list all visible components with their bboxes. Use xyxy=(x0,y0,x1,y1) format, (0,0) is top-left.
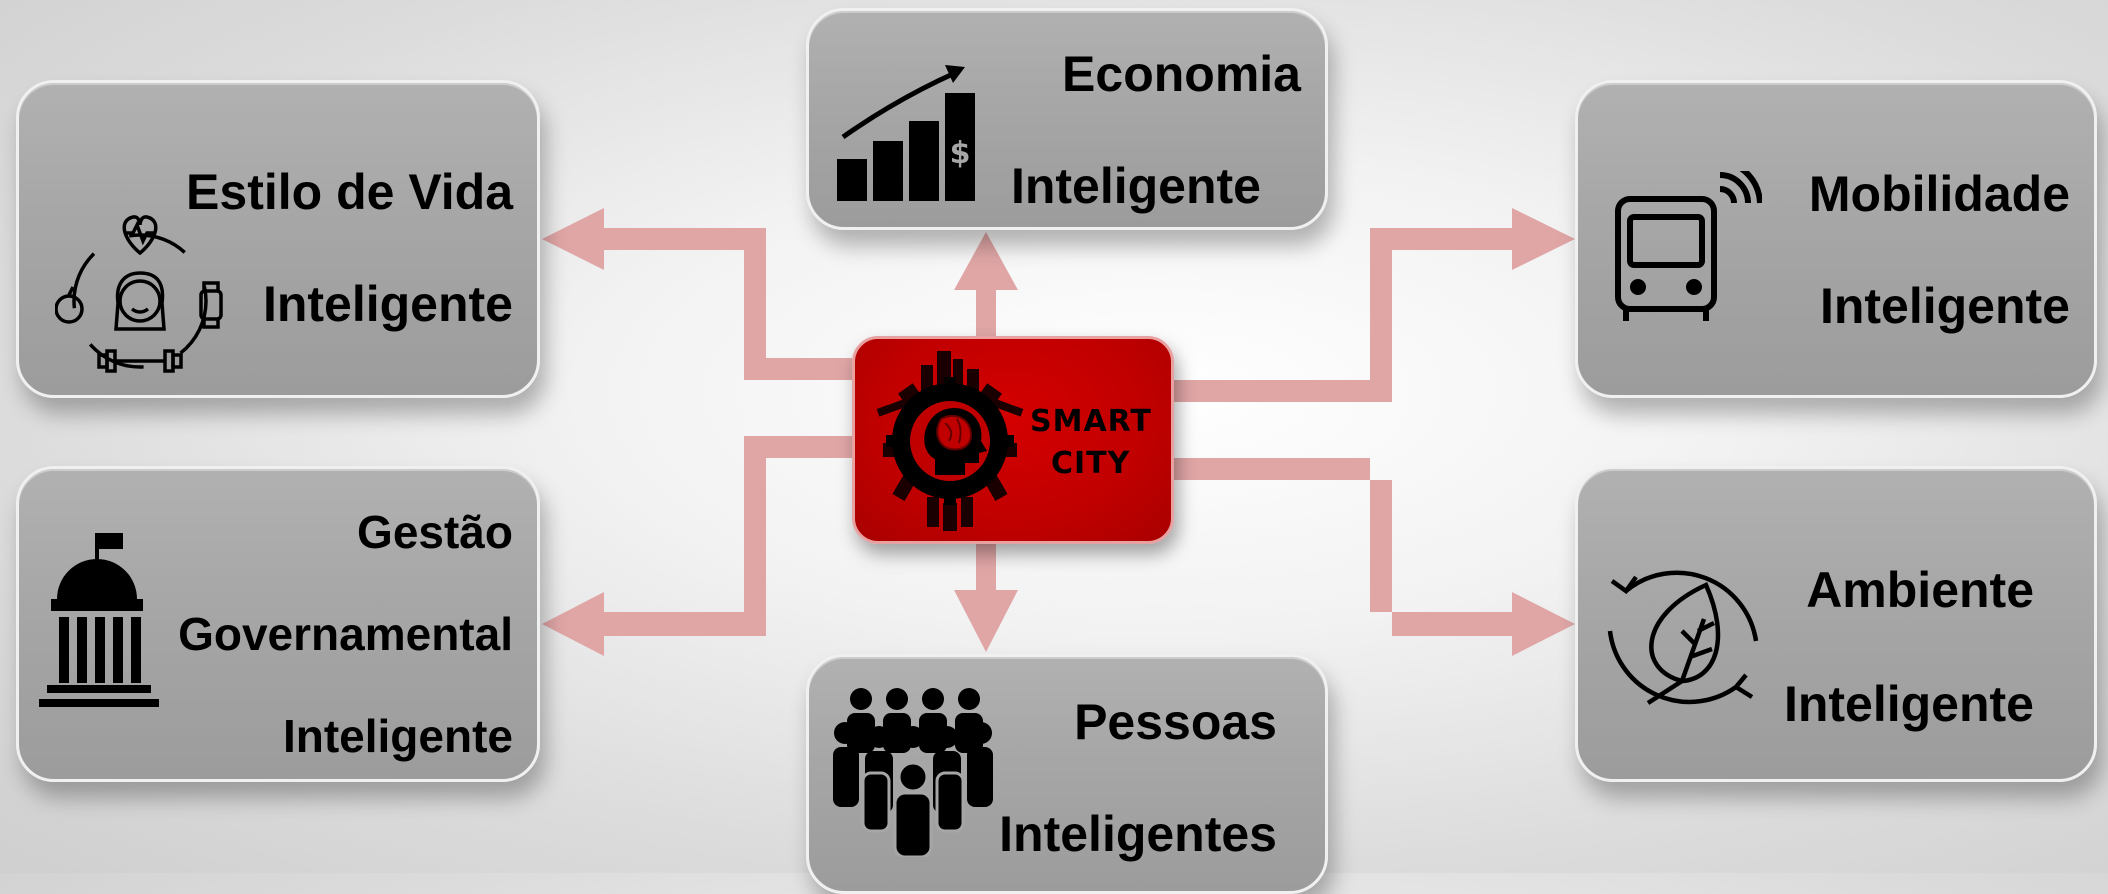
healthy-lifestyle-icon xyxy=(55,215,223,373)
arrow-mobilidade xyxy=(1174,208,1575,402)
pessoas-line1: Pessoas xyxy=(1074,694,1277,750)
svg-text:$: $ xyxy=(950,136,971,171)
center-line2: CITY xyxy=(1051,446,1131,481)
box-estilo-de-vida: Estilo de Vida Inteligente xyxy=(16,80,540,398)
people-crowd-icon xyxy=(833,688,993,857)
ambiente-line1: Ambiente xyxy=(1806,562,2034,618)
arrow-gestao xyxy=(542,436,852,656)
arrow-estilo xyxy=(542,208,852,380)
center-line1: SMART xyxy=(1030,404,1152,439)
gestao-line2: Governamental xyxy=(178,608,513,660)
estilo-line1: Estilo de Vida xyxy=(186,164,513,220)
box-ambiente: Ambiente Inteligente xyxy=(1575,466,2097,782)
growth-chart-dollar-icon: $ xyxy=(837,65,975,201)
mobilidade-line1: Mobilidade xyxy=(1808,166,2070,222)
connector-arrows xyxy=(542,208,1575,656)
box-gestao-governamental: Gestão Governamental Inteligente xyxy=(16,466,540,782)
pessoas-line2: Inteligentes xyxy=(999,806,1277,862)
smart-city-center: SMART CITY xyxy=(852,336,1174,544)
box-pessoas: Pessoas Inteligentes xyxy=(806,654,1328,894)
gestao-line3: Inteligente xyxy=(282,710,513,762)
city-head-gear-logo-icon xyxy=(876,351,1024,531)
mobilidade-line2: Inteligente xyxy=(1819,278,2070,334)
arrow-economia xyxy=(954,232,1018,336)
box-mobilidade: Mobilidade Inteligente xyxy=(1575,80,2097,398)
economia-line2: Inteligente xyxy=(1010,158,1261,214)
gestao-line1: Gestão xyxy=(357,506,513,558)
leaf-recycle-icon xyxy=(1607,570,1759,705)
box-economia: $ Economia Inteligente xyxy=(806,8,1328,230)
ambiente-line2: Inteligente xyxy=(1783,676,2034,732)
economia-line1: Economia xyxy=(1062,46,1301,102)
arrow-pessoas xyxy=(954,544,1018,652)
government-building-icon xyxy=(39,533,159,707)
connected-bus-icon xyxy=(1615,171,1762,321)
estilo-line2: Inteligente xyxy=(262,276,513,332)
arrow-ambiente xyxy=(1174,458,1575,656)
